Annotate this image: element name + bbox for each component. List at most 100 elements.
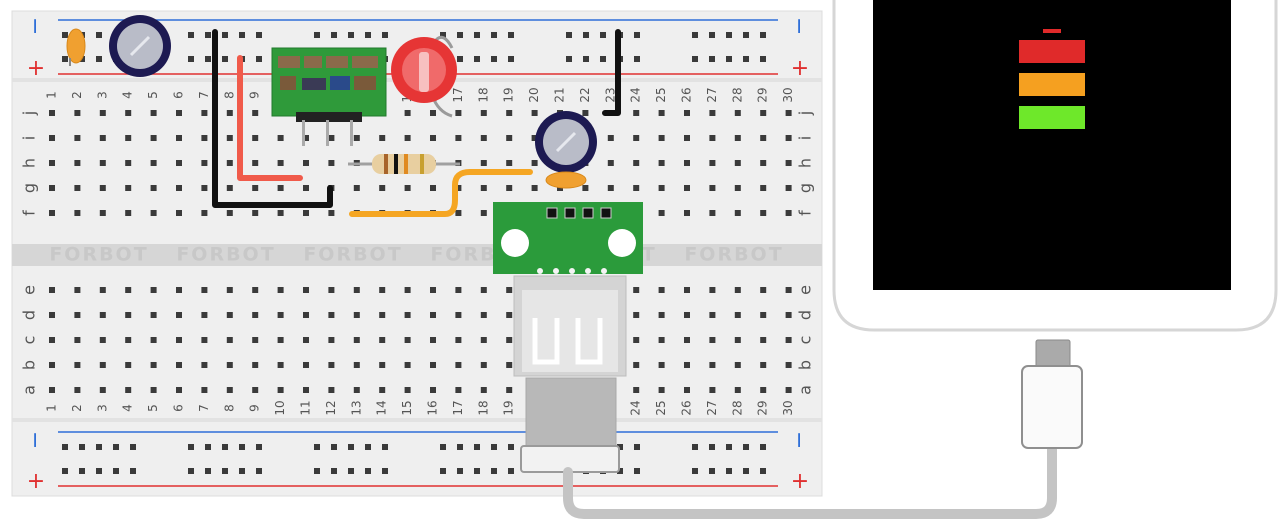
red-wire [237,55,303,181]
row-label: g [20,183,39,193]
breadboard-hole [328,210,335,216]
breadboard-hole [760,135,767,141]
column-label: 30 [781,400,795,415]
breadboard-hole [430,312,436,318]
column-label: 11 [299,400,313,415]
column-label: 24 [629,400,643,415]
rail-hole [239,444,245,450]
column-label: 15 [400,400,414,415]
breadboard-hole [785,387,792,393]
breadboard-hole [176,362,182,368]
rail-hole [331,444,337,450]
breadboard-hole [150,185,157,191]
rail-hole [474,32,480,38]
column-label: 7 [197,91,211,99]
row-label: a [796,385,815,395]
column-label: 8 [222,91,236,99]
breadboard-hole [607,185,614,191]
rail-hole [743,56,749,62]
column-label: 1 [45,404,59,412]
breadboard-hole [379,387,386,393]
rail-hole [474,444,480,450]
column-label: 24 [629,87,643,102]
column-label: 25 [654,87,668,102]
breadboard-hole [201,312,208,318]
breadboard-hole [176,312,182,318]
column-label: 22 [578,87,592,102]
rail-hole [508,56,514,62]
breadboard-hole [353,337,360,343]
breadboard-hole [277,362,284,368]
rail-hole [96,32,102,38]
breadboard-hole [430,387,436,393]
breadboard-hole [99,110,106,116]
column-label: 19 [502,87,516,102]
breadboard-hole [150,337,157,343]
breadboard-hole [99,312,106,318]
breadboard-hole [480,185,487,191]
column-label: 21 [553,87,567,102]
breadboard-hole [684,110,690,116]
breadboard-hole [658,387,665,393]
column-label: 4 [121,91,135,99]
breadboard-hole [760,362,767,368]
breadboard-hole [633,337,640,343]
breadboard-hole [430,362,436,368]
breadboard-hole [328,362,335,368]
breadboard-hole [404,185,411,191]
rail-hole [709,468,715,474]
micro-usb-plug [1021,339,1083,449]
breadboard-hole [201,185,208,191]
breadboard-hole [277,337,284,343]
breadboard-hole [303,362,309,368]
breadboard-hole [49,135,55,141]
breadboard-hole [684,387,690,393]
breadboard-hole [658,287,665,293]
breadboard-hole [734,185,741,191]
rail-hole [256,32,262,38]
breadboard-hole [303,287,309,293]
breadboard-hole [531,135,538,141]
column-label: 12 [324,400,338,415]
breadboard-hole [455,135,462,141]
breadboard-hole [658,135,665,141]
breadboard-hole [658,337,665,343]
rail-hole [331,32,337,38]
brand-label: FORBOT [176,244,275,266]
breadboard-hole [176,387,182,393]
rail-hole [474,56,480,62]
breadboard-hole [201,337,208,343]
rail-hole [365,468,371,474]
breadboard-hole [150,387,157,393]
breadboard-hole [176,337,182,343]
row-label: e [796,285,815,295]
rail-hole [188,32,194,38]
breadboard-hole [252,337,259,343]
breadboard-hole [74,387,81,393]
rail-hole [314,32,320,38]
rail-hole [62,444,68,450]
rail-hole [348,468,354,474]
rail-hole [239,468,245,474]
rail-hole [457,444,463,450]
breadboard-hole [176,210,182,216]
breadboard-hole [633,160,640,166]
column-label: 16 [426,400,440,415]
battery-icon [1019,29,1085,129]
row-label: i [796,136,815,140]
rail-hole [508,444,514,450]
resistor [348,154,460,174]
row-label: h [796,158,815,168]
rail-hole [62,468,68,474]
breadboard-hole [74,362,81,368]
breadboard-hole [785,160,792,166]
rail-hole [600,56,606,62]
breadboard-hole [176,185,182,191]
rail-signs: −+−+−+−+ [23,17,812,494]
column-label: 28 [730,87,744,102]
rail-hole [743,32,749,38]
breadboard-hole [99,135,106,141]
brand-label: FORBOT [49,244,148,266]
column-label: 13 [349,400,363,415]
